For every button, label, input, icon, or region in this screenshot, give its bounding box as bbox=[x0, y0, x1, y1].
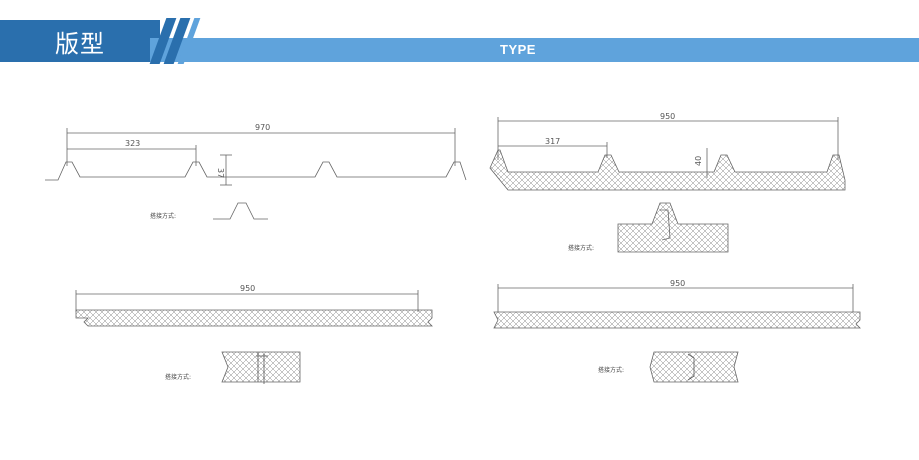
dim-pitch-323: 323 bbox=[125, 139, 140, 148]
dim-overall-950: 950 bbox=[670, 279, 685, 288]
header-stripe bbox=[150, 38, 919, 62]
lap-detail-profile bbox=[213, 202, 268, 220]
lap-detail-roof bbox=[617, 202, 729, 253]
dim-height-40: 40 bbox=[694, 156, 703, 166]
wall-panel-950-left bbox=[75, 290, 433, 327]
dim-pitch-317: 317 bbox=[545, 137, 560, 146]
panel-drawings: 970 323 37 搭接方式: 950 317 40 搭接方式: 950 搭接… bbox=[45, 112, 861, 384]
dim-overall-950: 950 bbox=[240, 284, 255, 293]
lap-caption: 搭接方式: bbox=[150, 212, 176, 220]
profile-sheet-970 bbox=[45, 128, 467, 186]
lap-joint-line bbox=[687, 353, 695, 381]
lap-caption: 搭接方式: bbox=[568, 244, 594, 252]
lap-detail-wall-left bbox=[221, 351, 301, 383]
dim-overall-950: 950 bbox=[660, 112, 675, 121]
dim-overall-970: 970 bbox=[255, 123, 270, 132]
dim-height-37: 37 bbox=[216, 168, 225, 178]
title-block bbox=[0, 20, 160, 62]
roof-panel-950 bbox=[489, 117, 846, 191]
lap-caption: 搭接方式: bbox=[598, 366, 624, 374]
page-title: 版型 bbox=[55, 30, 105, 58]
header-banner: 版型 TYPE bbox=[0, 0, 919, 64]
page-subtitle: TYPE bbox=[500, 42, 536, 57]
fastener-icon bbox=[256, 352, 268, 384]
lap-caption: 搭接方式: bbox=[165, 373, 191, 381]
wall-panel-950-right bbox=[493, 284, 861, 329]
lap-joint-line bbox=[660, 209, 671, 241]
